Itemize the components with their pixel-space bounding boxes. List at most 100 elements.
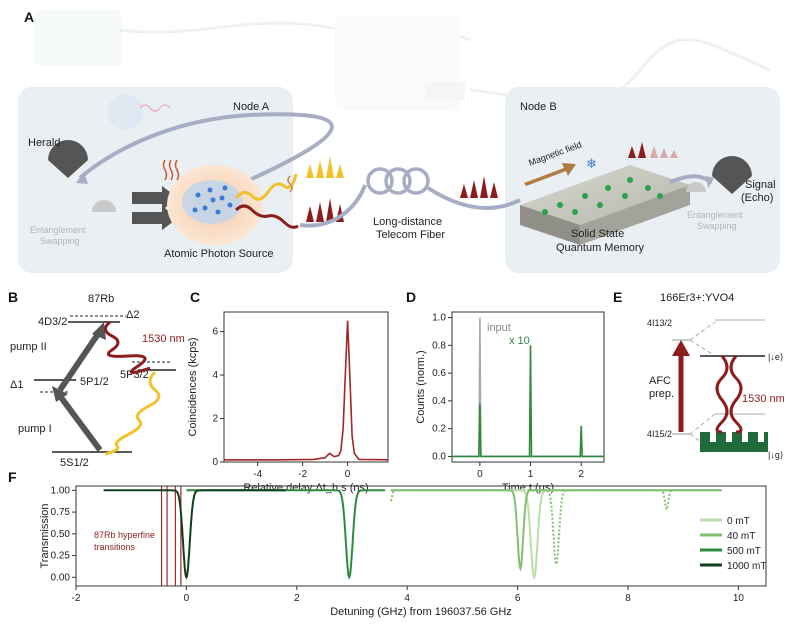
panel-e-letter: E (613, 289, 622, 305)
swap-detector-left-icon (92, 200, 116, 212)
x-axis-label: Detuning (GHz) from 196037.56 GHz (330, 606, 512, 618)
x-tick-label: 6 (515, 593, 521, 604)
series-line-1 (452, 345, 604, 458)
panel-a-letter: A (24, 9, 34, 25)
x-tick-label: -4 (253, 469, 262, 480)
magnetic-field-arrow-icon (524, 163, 576, 186)
x-tick-label: 4 (404, 593, 410, 604)
signal-detector-icon (712, 156, 752, 194)
red-emission (104, 320, 151, 374)
level-5p12: 5P1/2 (80, 376, 109, 388)
heat-icon (162, 159, 180, 181)
y-tick-label: 0.0 (432, 451, 446, 462)
signal-label-line2: (Echo) (741, 192, 773, 204)
legend-entry: 1000 mT (727, 561, 766, 572)
afc-label-1: AFC (649, 375, 671, 387)
fiber-label-line2: Telecom Fiber (376, 229, 445, 241)
y-tick-label: 0.6 (432, 368, 446, 379)
hyperfine-label-2: transitions (94, 542, 136, 552)
red-photon (234, 204, 299, 229)
memory-label-line1: Solid State (571, 228, 624, 240)
emission-wave-1 (715, 355, 729, 434)
series-line-0 (224, 320, 389, 461)
signal-label-line1: Signal (745, 179, 776, 191)
yellow-photon (234, 173, 298, 201)
delta2-label: Δ2 (126, 309, 139, 321)
x-tick-label: 0 (477, 469, 483, 480)
pump1-arrow (57, 394, 103, 452)
legend-entry: 40 mT (727, 531, 755, 542)
herald-detector-icon (48, 140, 88, 178)
panel-a: A Node A Node B Herald Entanglement Swap… (18, 9, 780, 273)
ions (542, 177, 663, 215)
herald-fiber (78, 112, 334, 184)
y-tick-label: 0.75 (51, 507, 71, 518)
y-tick-label: 0.8 (432, 340, 446, 351)
series-line-1000-mT (103, 489, 286, 580)
x-tick-label: -2 (72, 593, 81, 604)
pump2-label: pump II (10, 341, 47, 353)
panel-b: B 87Rb 4D3/2 Δ2 Δ1 5P1/2 5P3/2 5S1/2 pum… (8, 289, 185, 469)
crystal-side (520, 205, 580, 245)
y-axis-label: Counts (norm.) (415, 350, 427, 423)
y-axis-label: Transmission (39, 504, 51, 569)
snowflake-icon: ❄ (586, 156, 597, 171)
legend-entry: 500 mT (727, 546, 761, 557)
series-line-500-mT (186, 489, 386, 580)
x-tick-label: 0 (184, 593, 190, 604)
node-a-label: Node A (233, 101, 270, 113)
y-tick-label: 0.4 (432, 396, 446, 407)
yellow-pulse-train (306, 156, 344, 178)
x-tick-label: -2 (298, 469, 307, 480)
node-b-label: Node B (520, 101, 557, 113)
fiber-label-line1: Long-distance (373, 216, 442, 228)
y-tick-label: 0.50 (51, 529, 71, 540)
fiber-spool-icon (366, 167, 430, 195)
ket-e: |↓e⟩ (768, 352, 783, 362)
y-tick-label: 0.2 (432, 424, 446, 435)
x-axis-label: Relative delay Δt_h,s (ns) (243, 482, 368, 494)
wavelength-1530-e: 1530 nm (742, 393, 785, 405)
plot-frame (451, 311, 605, 463)
x-tick-label: 1 (528, 469, 534, 480)
faded-inset (107, 94, 171, 130)
pump2-arrow (57, 332, 101, 392)
y-tick-label: 1.00 (51, 485, 71, 496)
x-tick-label: 2 (294, 593, 300, 604)
telecom-fiber (299, 184, 367, 228)
y-tick-label: 4 (212, 370, 218, 381)
ket-g: |↓g⟩ (768, 450, 783, 460)
y-axis-label: Coincidences (kcps) (187, 337, 199, 436)
plot-frame (75, 485, 767, 587)
swap-left-line1: Entanglement (30, 225, 86, 235)
level-lower: 4I15/2 (647, 429, 672, 439)
pump2-arrowhead-icon (92, 322, 106, 340)
emission-wave-2 (729, 355, 743, 434)
afc-label-2: prep. (649, 388, 674, 400)
swap-left-line2: Swapping (40, 236, 80, 246)
echo-pulse-train (650, 146, 678, 158)
y-tick-label: 0.25 (51, 551, 71, 562)
series-line-0-mT (390, 489, 722, 580)
pump1-label: pump I (18, 423, 52, 435)
pump-arrow-2-icon (132, 206, 178, 230)
atoms (192, 185, 233, 215)
swap-detector-right-icon (686, 182, 706, 192)
atomic-source-label: Atomic Photon Source (164, 248, 273, 260)
legend-entry: 0 mT (727, 516, 750, 527)
wavelength-1530-b: 1530 nm (142, 333, 185, 345)
panel-e: E 166Er3+:YVO4 4I13/2 |↓e⟩ 4I15/2 |↓g⟩ A… (613, 289, 785, 460)
y-tick-label: 2 (212, 414, 218, 425)
x-tick-label: 0 (345, 469, 351, 480)
memory-pulse-train (628, 142, 646, 158)
x-tick-label: 2 (578, 469, 584, 480)
panel-b-letter: B (8, 289, 18, 305)
level-5s: 5S1/2 (60, 457, 89, 469)
x10-label: x 10 (509, 335, 530, 347)
